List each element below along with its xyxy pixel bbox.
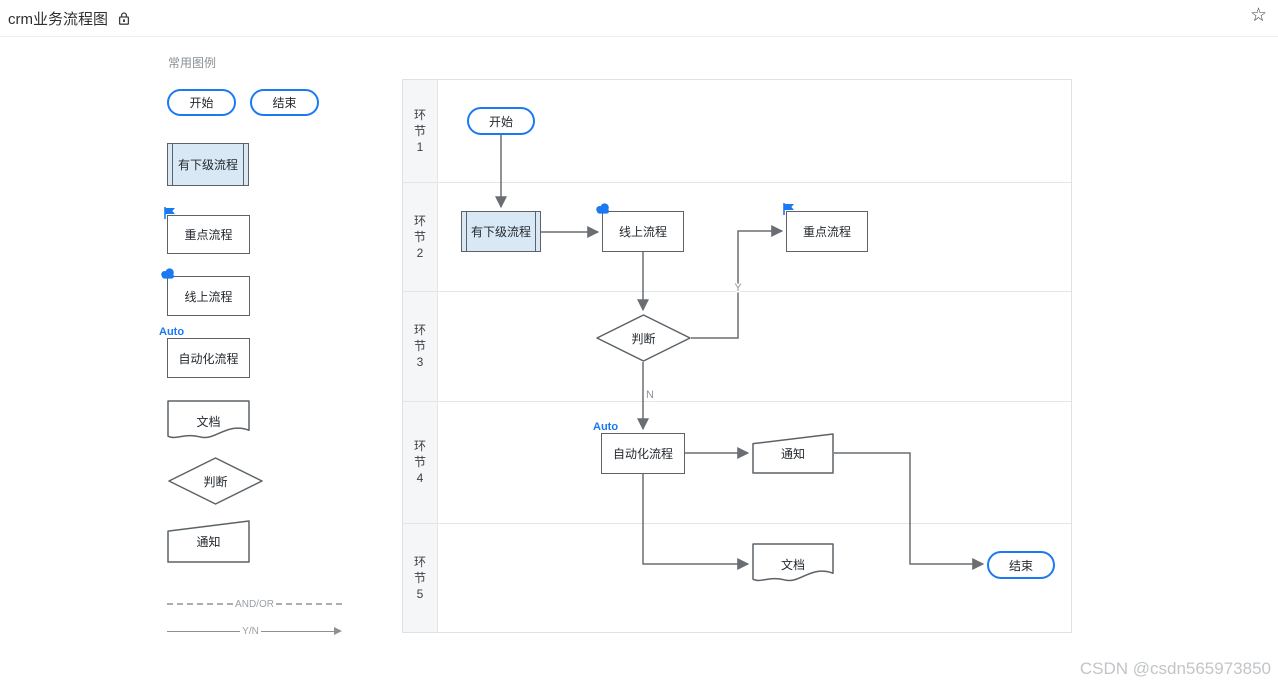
palette-andor-line-label: AND/OR — [235, 598, 274, 610]
lock-icon — [117, 11, 131, 26]
palette-online-process-label: 线上流程 — [184, 289, 233, 304]
palette-start-label: 开始 — [189, 96, 214, 110]
palette-document-label: 文档 — [196, 414, 221, 429]
lane-1-body — [438, 80, 1071, 182]
palette-notify[interactable]: 通知 — [167, 520, 250, 563]
arrowhead-icon — [334, 627, 343, 635]
node-auto-process-label: 自动化流程 — [612, 447, 673, 461]
page-title: crm业务流程图 — [8, 10, 108, 28]
palette-yn-line[interactable]: Y/N — [167, 625, 343, 637]
palette-decision[interactable]: 判断 — [168, 457, 263, 505]
node-start-label: 开始 — [488, 114, 513, 129]
watermark: CSDN @csdn565973850 — [1079, 659, 1271, 678]
palette-decision-label: 判断 — [203, 474, 228, 489]
node-document[interactable]: 文档 — [752, 543, 834, 585]
palette-yn-line-label: Y/N — [242, 625, 259, 637]
palette-notify-label: 通知 — [196, 535, 221, 549]
node-subprocess[interactable]: 有下级流程 — [461, 211, 541, 252]
node-end-label: 结束 — [1008, 558, 1033, 573]
flag-icon — [163, 206, 177, 223]
edge-notify-to-end[interactable] — [834, 452, 985, 570]
flag-icon — [782, 202, 796, 219]
palette-document[interactable]: 文档 — [167, 400, 250, 442]
edge-auto-to-doc[interactable] — [642, 474, 750, 570]
edge-decision-to-key[interactable] — [691, 225, 784, 339]
node-subprocess-label: 有下级流程 — [470, 225, 531, 239]
node-key-process[interactable]: 重点流程 — [783, 203, 868, 252]
node-decision-label: 判断 — [631, 331, 656, 346]
node-notify[interactable]: 通知 — [752, 433, 834, 474]
titlebar: crm业务流程图 — [0, 0, 1278, 37]
node-key-process-label: 重点流程 — [802, 225, 851, 239]
palette-auto-process-label: 自动化流程 — [178, 351, 239, 366]
palette-start[interactable]: 开始 — [167, 89, 236, 116]
node-start[interactable]: 开始 — [467, 107, 535, 135]
star-icon[interactable]: ☆ — [1249, 5, 1267, 26]
palette-key-process[interactable]: 重点流程 — [164, 207, 250, 254]
node-auto-process[interactable]: 自动化流程 Auto — [593, 421, 685, 474]
palette-online-process[interactable]: 线上流程 — [161, 268, 250, 316]
cloud-icon — [595, 203, 611, 217]
palette-end[interactable]: 结束 — [250, 89, 319, 116]
palette-auto-process[interactable]: 自动化流程 Auto — [159, 326, 250, 378]
palette-key-process-label: 重点流程 — [184, 228, 233, 242]
lane-2-body — [438, 183, 1071, 291]
subprocess-bars — [466, 212, 536, 251]
palette-andor-line[interactable]: AND/OR — [167, 598, 342, 610]
node-document-label: 文档 — [780, 557, 805, 572]
palette-subprocess[interactable]: 有下级流程 — [167, 143, 249, 186]
node-online-process[interactable]: 线上流程 — [596, 203, 684, 252]
node-online-process-label: 线上流程 — [618, 225, 667, 239]
palette-title: 常用图例 — [168, 56, 217, 70]
lane-3-body — [438, 292, 1071, 401]
palette-subprocess-label: 有下级流程 — [177, 158, 238, 172]
palette-end-label: 结束 — [272, 96, 297, 110]
cloud-icon — [160, 268, 176, 282]
subprocess-bars — [172, 144, 244, 185]
node-decision[interactable]: 判断 — [596, 314, 691, 362]
auto-badge: Auto — [159, 326, 185, 338]
node-notify-label: 通知 — [780, 447, 805, 461]
node-end[interactable]: 结束 — [987, 551, 1055, 579]
auto-badge: Auto — [593, 421, 619, 433]
